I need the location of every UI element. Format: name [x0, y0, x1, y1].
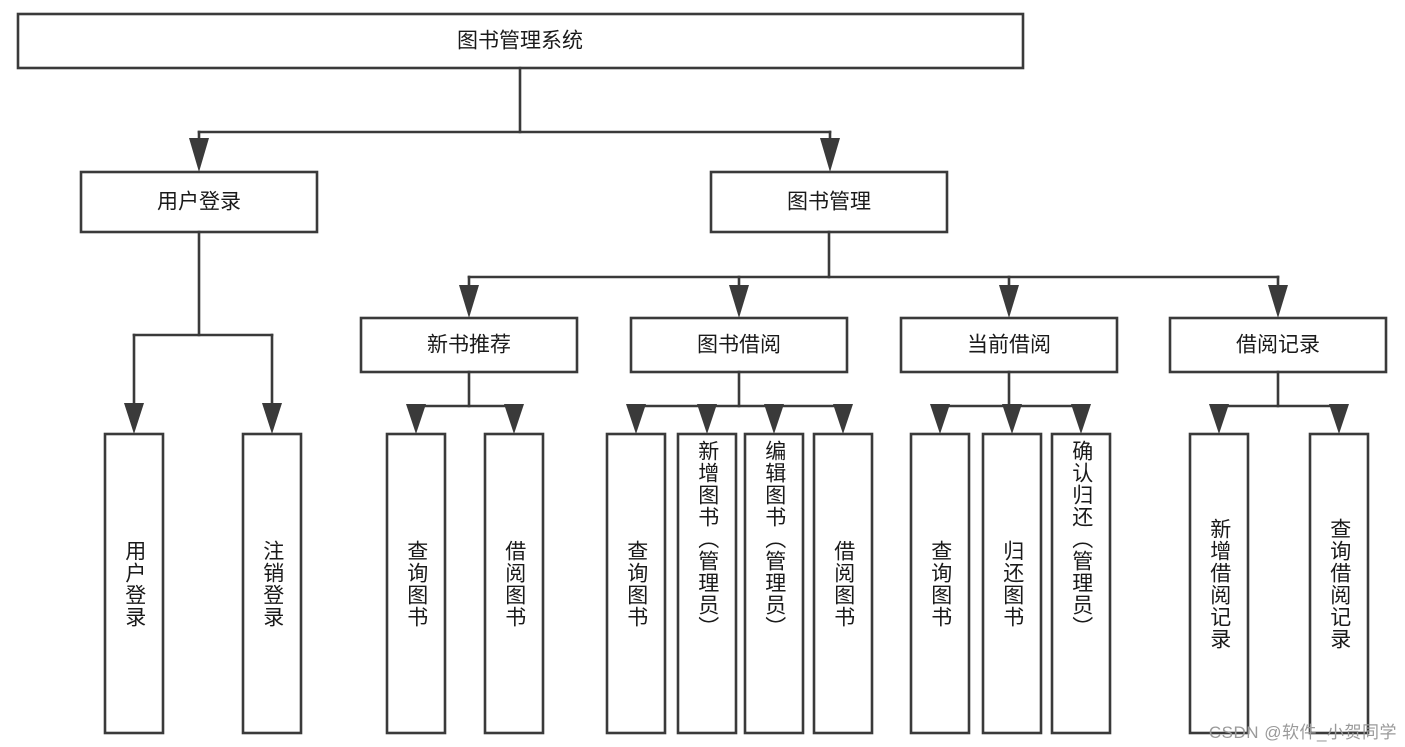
arrowhead-to-borrow-record [1268, 285, 1288, 318]
node-user-login-label: 用户登录 [157, 191, 241, 214]
node-new-book-rec-box[interactable] [359, 316, 579, 374]
leaf-box-borrow-book-1[interactable] [483, 432, 545, 735]
node-current-borrow-label: 当前借阅 [967, 334, 1051, 357]
node-current-borrow[interactable]: 当前借阅 [899, 316, 1119, 374]
node-book-borrow[interactable]: 图书借阅 [629, 316, 849, 374]
arrowhead-to-leaf-borrow-book-1 [504, 404, 524, 434]
arrowhead-to-user-login [189, 138, 209, 172]
arrowhead-to-leaf-edit-book-admin [764, 404, 784, 434]
leaf-box-query-book-3[interactable] [909, 432, 971, 735]
leaf-box-query-book-1[interactable] [385, 432, 447, 735]
arrowhead-to-leaf-query-borrow-record [1329, 404, 1349, 434]
leaf-box-borrow-book-2[interactable] [812, 432, 874, 735]
node-book-manage-label: 图书管理 [787, 191, 871, 214]
node-new-book-rec[interactable]: 新书推荐 [359, 316, 579, 374]
node-borrow-record-box[interactable] [1168, 316, 1388, 374]
arrowhead-to-leaf-add-book-admin [697, 404, 717, 434]
arrowhead-to-leaf-confirm-return-admin [1071, 404, 1091, 434]
node-root-label: 图书管理系统 [457, 30, 583, 53]
leaf-box-query-borrow-record[interactable] [1308, 432, 1370, 735]
arrowhead-to-leaf-query-book-2 [626, 404, 646, 434]
leaf-box-query-book-2[interactable] [605, 432, 667, 735]
leaf-box-add-book-admin[interactable] [676, 432, 738, 735]
node-borrow-record[interactable]: 借阅记录 [1168, 316, 1388, 374]
node-book-borrow-label: 图书借阅 [697, 334, 781, 357]
node-root-box[interactable] [16, 12, 1025, 70]
node-new-book-rec-label: 新书推荐 [427, 334, 511, 357]
node-book-manage[interactable]: 图书管理 [709, 170, 949, 234]
arrowhead-to-leaf-return-book [1002, 404, 1022, 434]
leaf-box-user-login[interactable] [103, 432, 165, 735]
arrowhead-to-leaf-query-book-3 [930, 404, 950, 434]
node-book-manage-box[interactable] [709, 170, 949, 234]
node-user-login[interactable]: 用户登录 [79, 170, 319, 234]
leaf-box-user-logout[interactable] [241, 432, 303, 735]
node-borrow-record-label: 借阅记录 [1236, 334, 1320, 357]
leaf-box-add-borrow-record[interactable] [1188, 432, 1250, 735]
arrowhead-to-leaf-user-login [124, 403, 144, 434]
arrowhead-to-new-book-rec [459, 285, 479, 318]
leaf-box-edit-book-admin[interactable] [743, 432, 805, 735]
arrowhead-to-book-manage [820, 138, 840, 172]
arrowhead-to-leaf-borrow-book-2 [833, 404, 853, 434]
csdn-watermark: CSDN @软件_小贺同学 [1208, 723, 1397, 742]
arrowhead-to-leaf-add-borrow-record [1209, 404, 1229, 434]
arrowhead-to-book-borrow [729, 285, 749, 318]
arrowhead-to-leaf-user-logout [262, 403, 282, 434]
arrowhead-to-current-borrow [999, 285, 1019, 318]
arrowhead-to-leaf-query-book-1 [406, 404, 426, 434]
node-book-borrow-box[interactable] [629, 316, 849, 374]
leaf-box-confirm-return-admin[interactable] [1050, 432, 1112, 735]
node-current-borrow-box[interactable] [899, 316, 1119, 374]
node-root[interactable]: 图书管理系统 [16, 12, 1025, 70]
leaf-box-return-book[interactable] [981, 432, 1043, 735]
